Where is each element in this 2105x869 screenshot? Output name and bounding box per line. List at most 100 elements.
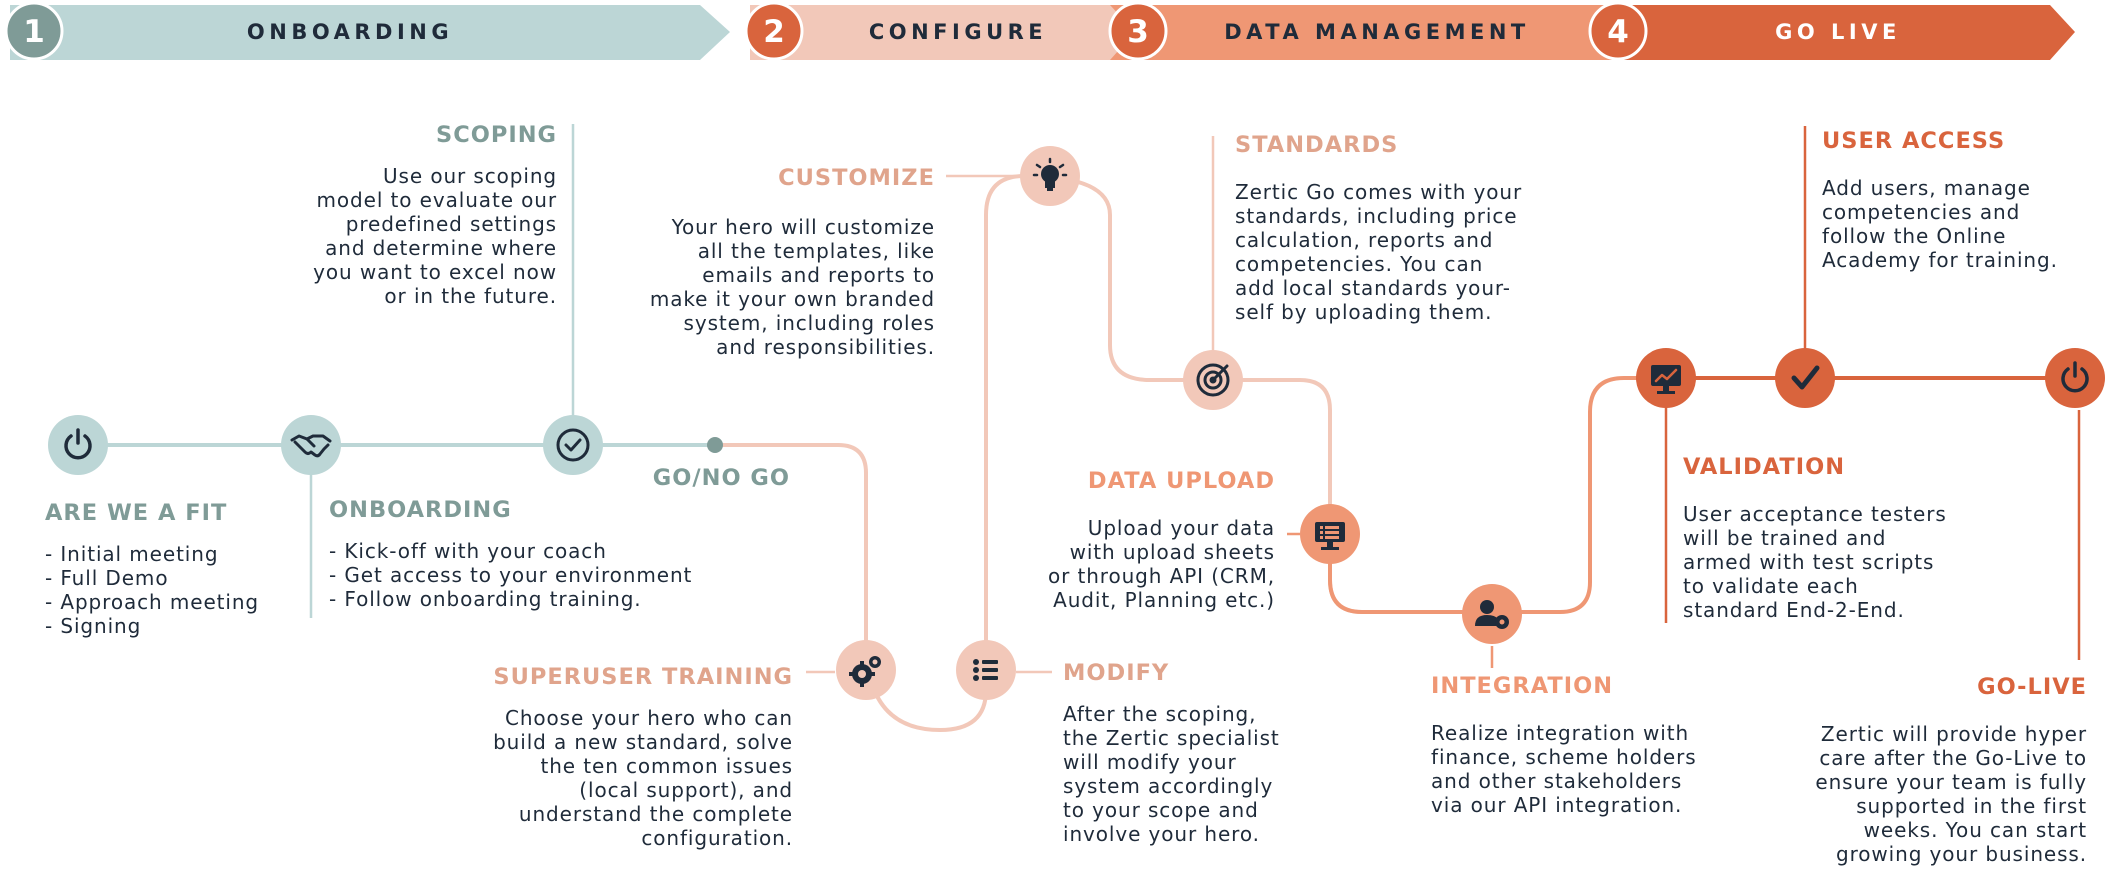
description-line: model to evaluate our xyxy=(316,188,557,212)
description-line: and responsibilities. xyxy=(716,335,935,359)
description-line: you want to excel now xyxy=(313,260,557,284)
step-title: ARE WE A FIT xyxy=(45,500,228,526)
description-line: Zertic will provide hyper xyxy=(1820,722,2087,746)
user-gear-icon xyxy=(1475,600,1509,629)
description-line: and determine where xyxy=(325,236,557,260)
phase-data-management-band xyxy=(1110,5,1640,60)
description-line: follow the Online xyxy=(1822,224,2007,248)
step-description: User acceptance testers will be trained … xyxy=(1683,502,1947,622)
node-modify xyxy=(956,640,1016,700)
lightbulb-icon xyxy=(1032,157,1068,191)
description-line: the ten common issues xyxy=(540,754,793,778)
step-title: INTEGRATION xyxy=(1431,673,1614,699)
description-line: - Follow onboarding training. xyxy=(329,587,642,611)
description-line: competencies and xyxy=(1822,200,2021,224)
number-circle-icon xyxy=(1588,1,1648,61)
step-description: Zertic Go comes with your standards, inc… xyxy=(1235,180,1522,324)
checkmark-icon xyxy=(1791,365,1820,390)
step-description: Zertic will provide hyper care after the… xyxy=(1815,722,2087,866)
step-title: CUSTOMIZE xyxy=(778,165,935,191)
power-icon xyxy=(64,428,92,460)
description-line: - Get access to your environment xyxy=(329,563,693,587)
description-line: system accordingly xyxy=(1063,774,1274,798)
description-line: supported in the first xyxy=(1856,794,2087,818)
description-line: add local standards your- xyxy=(1235,276,1511,300)
phase-number-text: 1 xyxy=(23,14,45,50)
description-line: or in the future. xyxy=(384,284,557,308)
description-line: build a new standard, solve xyxy=(493,730,793,754)
description-line: Your hero will customize xyxy=(671,215,935,239)
description-line: Add users, manage xyxy=(1822,176,2031,200)
phase-number-2: 2 xyxy=(744,1,804,61)
description-line: understand the complete xyxy=(518,802,793,826)
description-line: will modify your xyxy=(1063,750,1237,774)
step-description: Choose your hero who can build a new sta… xyxy=(493,706,793,850)
monitor-icon xyxy=(1315,522,1345,550)
description-line: Academy for training. xyxy=(1822,248,2058,272)
description-line: with upload sheets xyxy=(1069,540,1275,564)
number-circle-icon xyxy=(4,1,64,61)
description-line: - Signing xyxy=(45,614,142,638)
phase-number-text: 4 xyxy=(1607,14,1629,50)
step-title: DATA UPLOAD xyxy=(1087,468,1275,494)
description-line: Use our scoping xyxy=(383,164,557,188)
power-icon xyxy=(2061,361,2089,393)
description-line: system, including roles xyxy=(683,311,935,335)
step-description: - Initial meeting - Full Demo - Approach… xyxy=(45,542,259,638)
phase-label-go-live: GO LIVE xyxy=(1775,20,1901,44)
node-integration xyxy=(1462,584,1522,644)
node-customize xyxy=(1020,146,1080,206)
step-integration: INTEGRATION Realize integration with fin… xyxy=(1431,673,1697,817)
description-line: involve your hero. xyxy=(1063,822,1260,846)
node-user-access xyxy=(1775,348,1835,408)
description-line: (local support), and xyxy=(579,778,793,802)
description-line: care after the Go-Live to xyxy=(1819,746,2087,770)
description-line: After the scoping, xyxy=(1063,702,1257,726)
description-line: to your scope and xyxy=(1063,798,1259,822)
target-icon xyxy=(1196,363,1230,397)
step-scoping: SCOPING Use our scoping model to evaluat… xyxy=(313,122,557,308)
phase-number-text: 2 xyxy=(763,14,785,50)
description-line: growing your business. xyxy=(1835,842,2087,866)
description-line: Choose your hero who can xyxy=(504,706,793,730)
phase-label-onboarding: ONBOARDING xyxy=(247,20,453,44)
step-description: - Kick-off with your coach - Get access … xyxy=(329,539,692,611)
step-description: Upload your data with upload sheets or t… xyxy=(1048,516,1275,612)
step-user-access: USER ACCESS Add users, manage competenci… xyxy=(1822,128,2058,272)
description-line: - Approach meeting xyxy=(45,590,260,614)
description-line: to validate each xyxy=(1683,574,1859,598)
step-title: SUPERUSER TRAINING xyxy=(493,664,793,690)
description-line: standard End-2-End. xyxy=(1683,598,1905,622)
handshake-icon xyxy=(290,434,332,458)
description-line: User acceptance testers xyxy=(1683,502,1947,526)
step-standards: STANDARDS Zertic Go comes with your stan… xyxy=(1235,132,1522,324)
description-line: ensure your team is fully xyxy=(1815,770,2087,794)
description-line: Upload your data xyxy=(1087,516,1275,540)
list-icon xyxy=(973,659,998,681)
step-superuser-training: SUPERUSER TRAINING Choose your hero who … xyxy=(493,664,793,850)
step-title: MODIFY xyxy=(1063,660,1170,686)
description-line: Realize integration with xyxy=(1431,721,1690,745)
phase-number-text: 3 xyxy=(1127,14,1149,50)
number-circle-icon xyxy=(1108,1,1168,61)
gears-icon xyxy=(849,656,881,687)
description-line: via our API integration. xyxy=(1431,793,1683,817)
description-line: predefined settings xyxy=(345,212,557,236)
description-line: Zertic Go comes with your xyxy=(1235,180,1523,204)
description-line: and other stakeholders xyxy=(1431,769,1683,793)
description-line: the Zertic specialist xyxy=(1063,726,1280,750)
step-go-no-go: GO/NO GO xyxy=(653,465,790,507)
step-onboarding: ONBOARDING - Kick-off with your coach - … xyxy=(329,497,692,611)
step-title: VALIDATION xyxy=(1683,454,1846,480)
description-line: standards, including price xyxy=(1235,204,1518,228)
step-title: STANDARDS xyxy=(1235,132,1399,158)
step-description: Use our scoping model to evaluate our pr… xyxy=(313,164,557,308)
step-title: USER ACCESS xyxy=(1822,128,2006,154)
phase-label-configure: CONFIGURE xyxy=(869,20,1047,44)
description-line: emails and reports to xyxy=(702,263,935,287)
step-description: Realize integration with finance, scheme… xyxy=(1431,721,1697,817)
phase-go-live-band xyxy=(1610,5,2075,60)
node-validation xyxy=(1636,348,1696,408)
step-go-live: GO-LIVE Zertic will provide hyper care a… xyxy=(1815,674,2087,866)
